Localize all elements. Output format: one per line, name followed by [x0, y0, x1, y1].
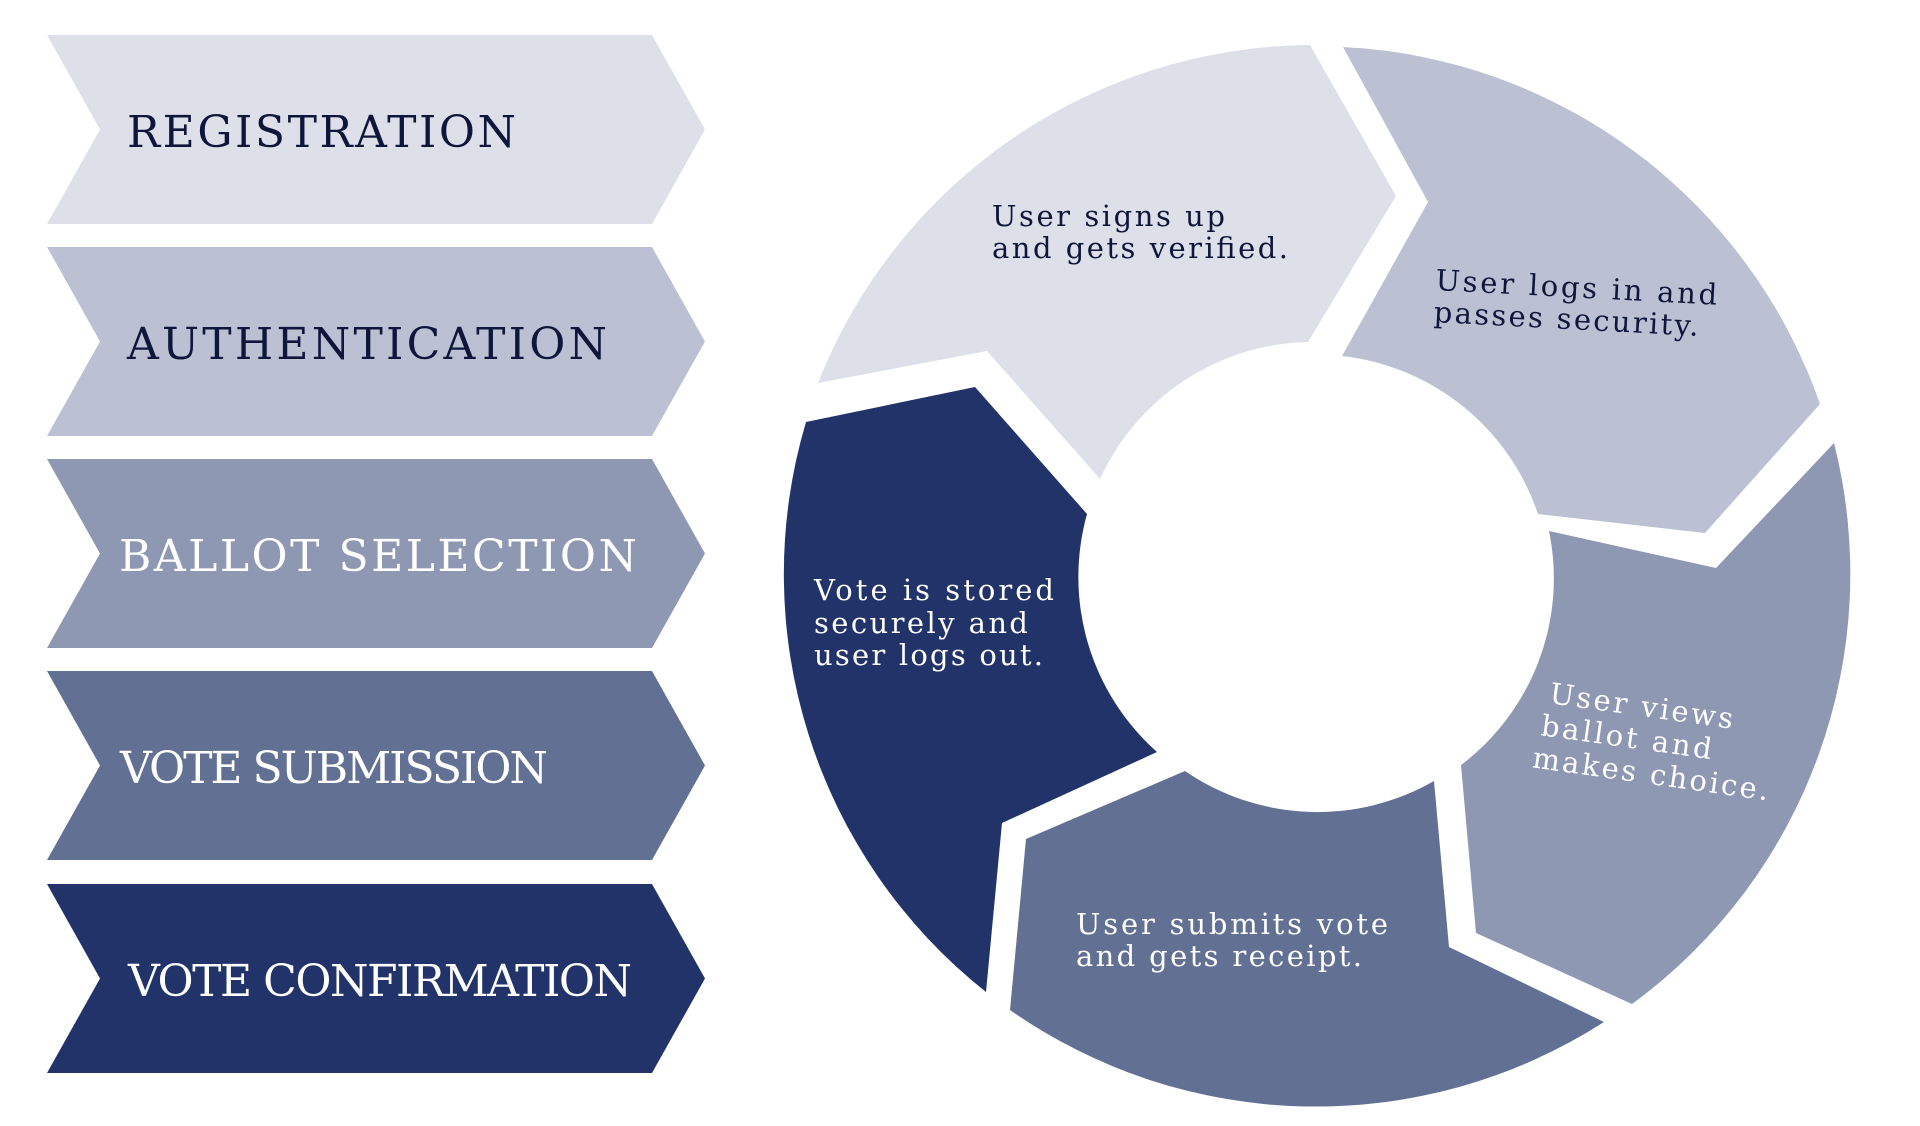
cycle-ring: User signs up and gets verified. User lo…	[783, 45, 1851, 1107]
step-arrow-shape	[47, 459, 705, 648]
step-label: VOTE SUBMISSION	[119, 743, 548, 794]
cycle-text-line: Vote is stored	[813, 573, 1054, 607]
cycle-segment-registration	[818, 45, 1396, 479]
cycle-segment-vote-confirmation	[783, 387, 1157, 992]
cycle-segment-ballot-selection	[1461, 443, 1851, 1004]
step-list: REGISTRATION AUTHENTICATION BALLOT SELEC…	[47, 35, 705, 1073]
step-arrow-vote-submission: VOTE SUBMISSION	[47, 671, 705, 860]
cycle-text-registration: User signs up and gets verified.	[992, 199, 1288, 265]
cycle-text-line: User submits vote	[1076, 907, 1388, 941]
step-arrow-shape	[47, 671, 705, 860]
step-arrow-shape	[47, 884, 705, 1073]
step-arrow-ballot-selection: BALLOT SELECTION	[47, 459, 705, 648]
cycle-segment-vote-submission	[1010, 771, 1604, 1107]
step-arrow-shape	[47, 35, 705, 224]
cycle-text-line: securely and	[814, 606, 1028, 640]
cycle-segment-authentication	[1342, 47, 1820, 533]
step-arrow-registration: REGISTRATION	[47, 35, 705, 224]
cycle-text-line: and gets verified.	[992, 231, 1288, 265]
step-arrow-authentication: AUTHENTICATION	[47, 247, 705, 436]
step-label: REGISTRATION	[127, 107, 516, 158]
step-label: VOTE CONFIRMATION	[127, 956, 632, 1007]
step-arrow-shape	[47, 247, 705, 436]
step-arrow-vote-confirmation: VOTE CONFIRMATION	[47, 884, 705, 1073]
cycle-text-line: User signs up	[992, 199, 1225, 233]
step-label: BALLOT SELECTION	[119, 531, 637, 582]
step-label: AUTHENTICATION	[126, 319, 607, 370]
